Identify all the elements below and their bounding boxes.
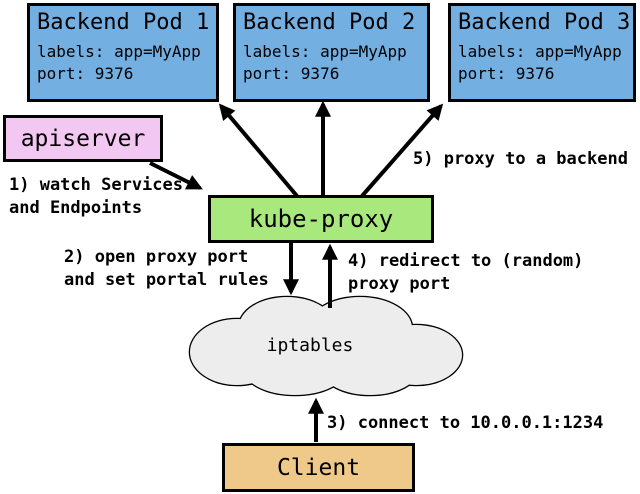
backend-pod-1-box: Backend Pod 1 labels: app=MyApp port: 93…: [27, 3, 219, 102]
backend-pod-3-port: port: 9376: [458, 64, 555, 83]
backend-pod-3-box: Backend Pod 3 labels: app=MyApp port: 93…: [448, 3, 636, 102]
backend-pod-1-title: Backend Pod 1: [37, 10, 210, 35]
kube-proxy-label: kube-proxy: [248, 205, 394, 233]
apiserver-box: apiserver: [3, 115, 163, 162]
step-1-watch-services-label: 1) watch Services and Endpoints: [9, 175, 183, 218]
backend-pod-2-port: port: 9376: [243, 64, 340, 83]
iptables-label: iptables: [266, 335, 354, 356]
backend-pod-1-labels: labels: app=MyApp: [37, 42, 201, 61]
step-5-proxy-backend-label: 5) proxy to a backend: [413, 149, 628, 169]
backend-pod-2-labels: labels: app=MyApp: [243, 42, 407, 61]
backend-pod-2-box: Backend Pod 2 labels: app=MyApp port: 93…: [233, 3, 430, 102]
step-2-open-proxy-port-label: 2) open proxy port and set portal rules: [64, 247, 269, 290]
client-box: Client: [222, 443, 415, 492]
backend-pod-2-title: Backend Pod 2: [243, 10, 416, 35]
step-4-redirect-label: 4) redirect to (random) proxy port: [348, 251, 584, 294]
client-label: Client: [276, 454, 361, 481]
backend-pod-3-labels: labels: app=MyApp: [458, 42, 622, 61]
apiserver-label: apiserver: [20, 125, 146, 152]
arrow-kube-proxy-to-pod-1: [218, 103, 299, 198]
step-3-connect-label: 3) connect to 10.0.0.1:1234: [327, 413, 604, 433]
backend-pod-3-title: Backend Pod 3: [458, 10, 631, 35]
backend-pod-1-port: port: 9376: [37, 64, 134, 83]
kube-proxy-box: kube-proxy: [208, 195, 434, 243]
